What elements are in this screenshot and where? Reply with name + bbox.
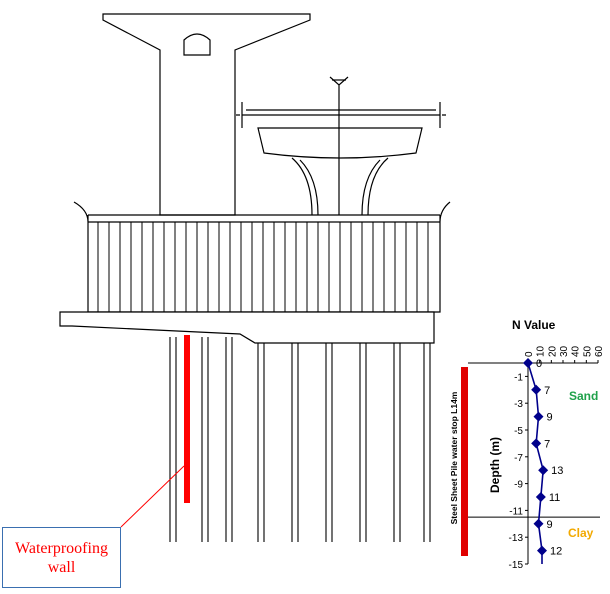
- x-tick-label: 50: [582, 345, 593, 357]
- clay-layer-label: Clay: [568, 526, 594, 540]
- waterproofing-wall: [184, 335, 190, 503]
- data-point: [531, 384, 542, 395]
- pier-column: [291, 157, 389, 216]
- mast: [329, 76, 349, 215]
- chart-title: N Value: [512, 318, 556, 332]
- x-tick-label: 60: [594, 345, 605, 357]
- data-point: [531, 438, 542, 449]
- data-point: [523, 358, 533, 368]
- data-label: 7: [544, 385, 550, 397]
- cofferdam-ring: [73, 201, 451, 313]
- data-label: 11: [549, 492, 560, 504]
- data-label: 12: [550, 546, 562, 558]
- waterproofing-wall-callout: Waterproofing wall: [2, 527, 121, 588]
- y-tick-label: -7: [514, 453, 523, 464]
- callout-leader-line: [120, 465, 185, 528]
- callout-text: Waterproofing wall: [15, 539, 108, 576]
- y-tick-label: -3: [514, 399, 523, 410]
- n-value-points: [523, 358, 549, 556]
- pile-cap: [59, 311, 435, 344]
- data-point: [533, 411, 544, 422]
- pier-cap: [257, 127, 423, 159]
- x-tick-label: 10: [536, 345, 547, 357]
- data-label: 9: [547, 519, 553, 531]
- data-point: [538, 465, 549, 476]
- x-tick-label: 40: [571, 345, 582, 357]
- sheet-pile-label: Steel Sheet Pile water stop L14m: [449, 391, 459, 525]
- data-point: [533, 518, 544, 529]
- pier-opening: [183, 33, 211, 56]
- x-tick-label: 0: [524, 351, 535, 357]
- data-label: 0: [536, 358, 542, 370]
- x-tick-label: 30: [559, 345, 570, 357]
- data-label: 7: [544, 438, 550, 450]
- cofferdam-members: [97, 222, 429, 312]
- y-tick-labels: -1 -3 -5 -7 -9 -11 -13 -15: [509, 372, 528, 571]
- bridge-pier-drawing: [59, 13, 451, 542]
- y-axis-label: Depth (m): [488, 437, 502, 493]
- y-tick-label: -15: [509, 560, 524, 571]
- y-tick-label: -9: [514, 480, 523, 491]
- data-point: [537, 545, 547, 556]
- steel-sheet-pile-bar: [461, 367, 468, 556]
- y-tick-label: -5: [514, 426, 523, 437]
- y-tick-label: -1: [514, 372, 523, 383]
- y-tick-label: -13: [509, 533, 524, 544]
- n-value-point-labels: 0 7 9 7 13 11 9 12: [536, 358, 563, 558]
- y-tick-label: -11: [509, 506, 523, 517]
- piles: [169, 337, 431, 542]
- data-label: 9: [547, 412, 553, 424]
- x-tick-label: 20: [547, 345, 558, 357]
- data-label: 13: [551, 465, 563, 477]
- deck-beam: [236, 102, 446, 128]
- data-point: [535, 492, 546, 502]
- sand-layer-label: Sand: [569, 389, 599, 403]
